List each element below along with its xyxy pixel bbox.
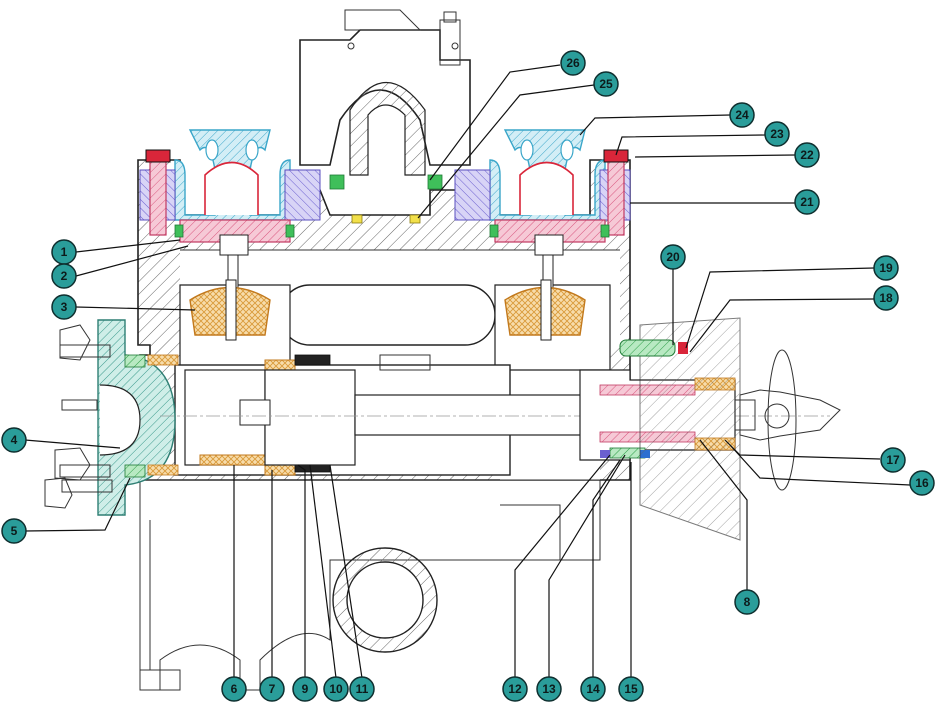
svg-text:3: 3 xyxy=(61,300,68,314)
callout-6: 6 xyxy=(221,676,247,702)
callout-24: 24 xyxy=(729,102,755,128)
left-valve-cover xyxy=(139,129,321,221)
svg-text:7: 7 xyxy=(269,682,276,696)
callout-10: 10 xyxy=(323,676,349,702)
callout-25: 25 xyxy=(593,71,619,97)
callout-16: 16 xyxy=(909,470,935,496)
svg-text:17: 17 xyxy=(886,453,900,467)
callout-21: 21 xyxy=(794,189,820,215)
left-stud-bolt xyxy=(145,149,171,236)
callout-17: 17 xyxy=(880,447,906,473)
callout-15: 15 xyxy=(618,676,644,702)
svg-text:2: 2 xyxy=(61,269,68,283)
left-suction-valve xyxy=(189,279,271,341)
handwheel xyxy=(734,349,841,491)
callout-3: 3 xyxy=(51,294,77,320)
callout-11: 11 xyxy=(349,676,375,702)
svg-text:16: 16 xyxy=(915,476,929,490)
callout-22: 22 xyxy=(794,142,820,168)
suction-frame xyxy=(139,479,601,691)
callout-8: 8 xyxy=(734,589,760,615)
svg-text:1: 1 xyxy=(61,245,68,259)
svg-text:4: 4 xyxy=(11,433,18,447)
svg-text:14: 14 xyxy=(586,682,600,696)
right-discharge-valve-seat xyxy=(489,219,610,291)
svg-text:22: 22 xyxy=(800,148,814,162)
svg-text:23: 23 xyxy=(770,127,784,141)
svg-text:12: 12 xyxy=(508,682,522,696)
right-suction-valve xyxy=(504,279,586,341)
svg-text:25: 25 xyxy=(599,77,613,91)
svg-text:24: 24 xyxy=(735,108,749,122)
front-cover-plate xyxy=(97,319,179,516)
svg-text:21: 21 xyxy=(800,195,814,209)
svg-text:18: 18 xyxy=(879,291,893,305)
svg-text:11: 11 xyxy=(356,682,369,696)
front-cover-bolts xyxy=(44,324,113,509)
callout-4: 4 xyxy=(1,427,27,453)
callout-12: 12 xyxy=(502,676,528,702)
svg-text:5: 5 xyxy=(11,524,18,538)
callout-13: 13 xyxy=(536,676,562,702)
callout-23: 23 xyxy=(764,121,790,147)
callout-14: 14 xyxy=(580,676,606,702)
callout-26: 26 xyxy=(560,50,586,76)
callout-9: 9 xyxy=(292,676,318,702)
svg-text:8: 8 xyxy=(744,595,751,609)
discharge-manifold xyxy=(299,9,471,176)
right-valve-cover xyxy=(454,129,631,221)
right-stud-bolt xyxy=(603,149,629,236)
svg-text:15: 15 xyxy=(624,682,638,696)
left-discharge-valve-seat xyxy=(174,219,295,291)
callout-18: 18 xyxy=(873,285,899,311)
svg-text:20: 20 xyxy=(666,250,680,264)
callout-2: 2 xyxy=(51,263,77,289)
callout-20: 20 xyxy=(660,244,686,270)
callout-19: 19 xyxy=(873,255,899,281)
callout-1: 1 xyxy=(51,239,77,265)
callout-7: 7 xyxy=(259,676,285,702)
svg-text:10: 10 xyxy=(329,682,343,696)
leader-lines xyxy=(24,64,911,679)
svg-text:9: 9 xyxy=(302,682,309,696)
callout-5: 5 xyxy=(1,518,27,544)
svg-text:26: 26 xyxy=(566,56,580,70)
stuffing-box xyxy=(579,317,741,541)
svg-text:19: 19 xyxy=(879,261,893,275)
svg-text:13: 13 xyxy=(542,682,556,696)
svg-text:6: 6 xyxy=(231,682,238,696)
